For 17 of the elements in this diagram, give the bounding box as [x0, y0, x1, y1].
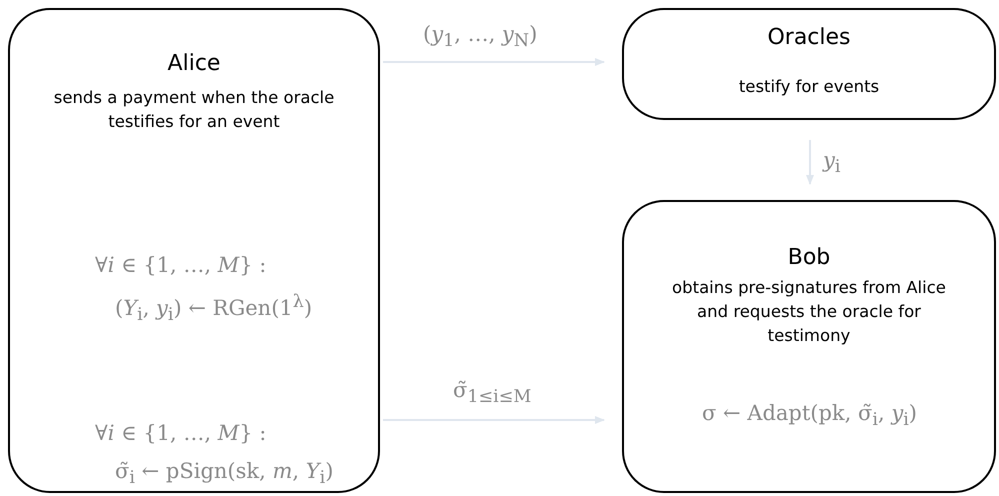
node-description: obtains pre-signatures from Alice and requests the oracle for testimony	[672, 278, 946, 345]
formula: (Y$_{i}$, y$_{i}$) ← RGen(1$^{λ}$)	[115, 296, 312, 320]
formula: ∀i ∈ {1, …, M} :	[95, 253, 266, 277]
arrow	[806, 140, 814, 185]
formula: σ ← Adapt(pk, σ̃$_{i}$, y$_{i}$)	[702, 401, 917, 425]
rounded-box	[622, 8, 996, 120]
node-title: Oracles	[767, 25, 851, 50]
node-title: Alice	[168, 51, 220, 76]
node-title: Bob	[788, 245, 830, 270]
formula: ∀i ∈ {1, …, M} :	[95, 421, 266, 445]
rounded-box	[8, 8, 380, 493]
node-description: testify for events	[738, 77, 880, 96]
rounded-box	[622, 200, 996, 493]
arrow	[383, 416, 605, 424]
arrow	[383, 58, 605, 66]
node-description: sends a payment when the oracle testifies for an event	[54, 88, 334, 131]
formula: σ̃$_{i}$ ← pSign(sk, m, Y$_{i}$)	[115, 459, 334, 483]
